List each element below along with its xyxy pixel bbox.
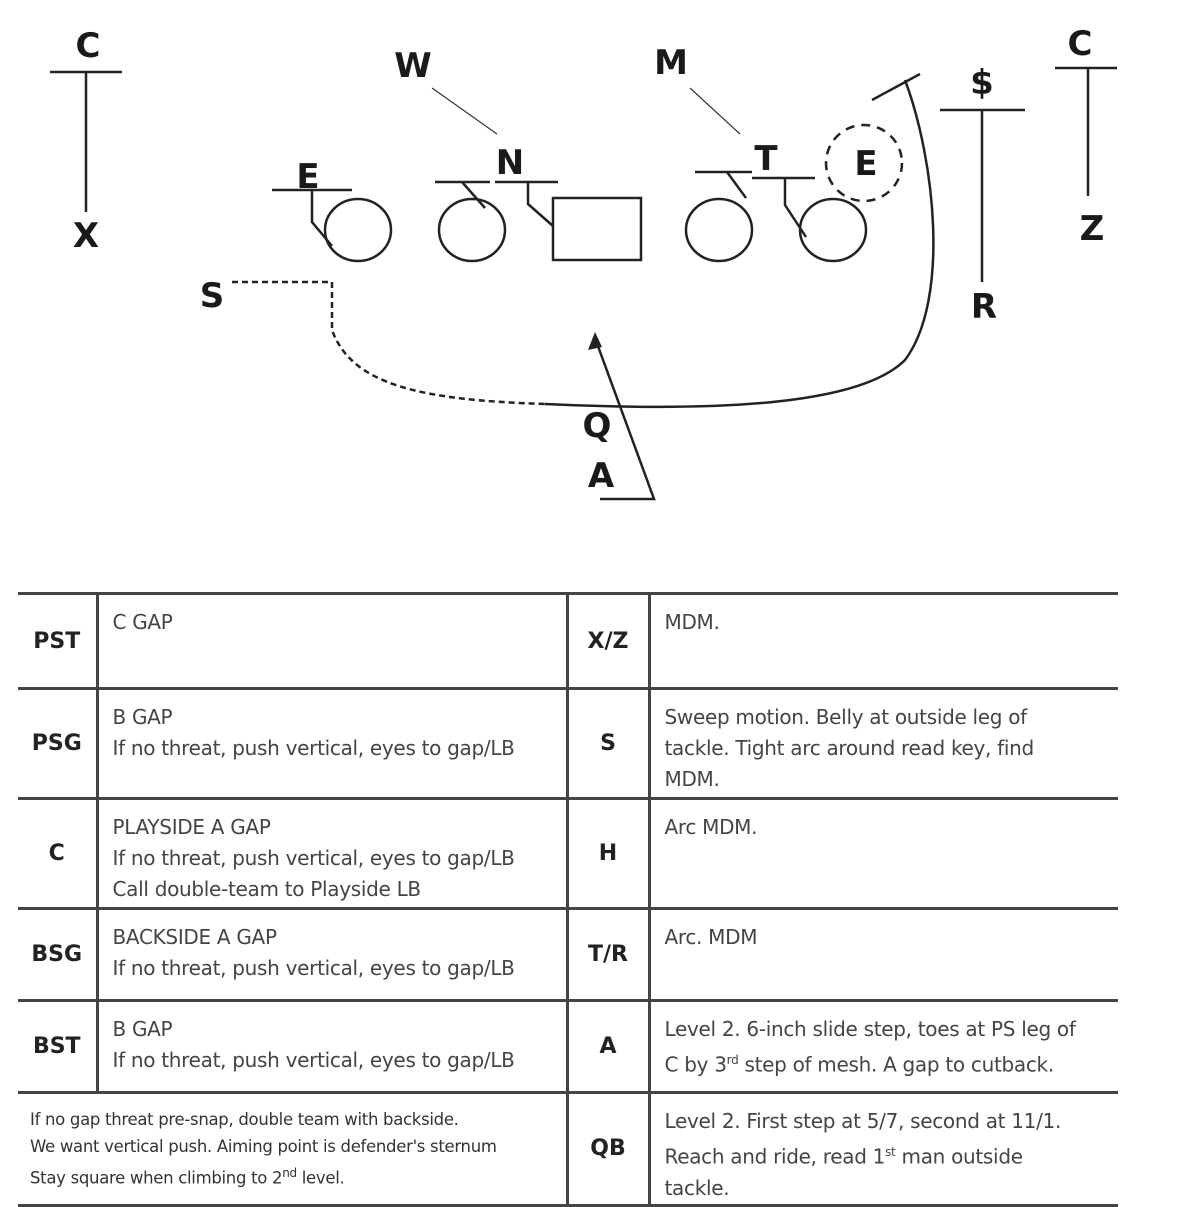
position-cell: C	[18, 797, 97, 910]
assignment-line: Arc. MDM	[664, 925, 758, 949]
note-line: If no gap threat pre-snap, double team w…	[30, 1110, 459, 1129]
assignments-table: PST C GAP X/Z MDM. PSG B GAP If no threa…	[18, 592, 1118, 1207]
position-cell: BSG	[18, 907, 97, 1002]
assignment-cell: Level 2. 6-inch slide step, toes at PS l…	[647, 999, 1118, 1094]
assignment-line: Call double-team to Playside LB	[112, 877, 422, 901]
assignment-line: If no threat, push vertical, eyes to gap…	[112, 736, 515, 760]
right-end-label: E	[854, 144, 877, 184]
position-cell: QB	[565, 1091, 649, 1207]
assignment-line: BACKSIDE A GAP	[112, 925, 278, 949]
assignment-cell: B GAP If no threat, push vertical, eyes …	[95, 999, 567, 1094]
position-cell: PSG	[18, 687, 97, 800]
table-row: PST C GAP X/Z MDM.	[18, 592, 1118, 690]
assignment-line: tackle. Tight arc around read key, find	[664, 736, 1035, 760]
a-path-arrowhead	[588, 332, 602, 350]
assignment-line: B GAP	[112, 705, 173, 729]
position-cell: T/R	[565, 907, 649, 1002]
m-read-line	[689, 87, 741, 135]
bst-lineman	[798, 197, 868, 263]
assignment-line: C GAP	[112, 610, 173, 634]
table-row: BST B GAP If no threat, push vertical, e…	[18, 999, 1118, 1094]
w-linebacker-label: W	[394, 46, 432, 86]
w-read-line	[431, 87, 498, 135]
psg-lineman	[437, 197, 507, 263]
assignment-cell: BACKSIDE A GAP If no threat, push vertic…	[95, 907, 567, 1002]
assignment-cell: Level 2. First step at 5/7, second at 11…	[647, 1091, 1118, 1207]
r-defender-label: $	[970, 63, 994, 103]
assignment-line: If no threat, push vertical, eyes to gap…	[112, 846, 515, 870]
position-cell: H	[565, 797, 649, 910]
assignment-line: Level 2. First step at 5/7, second at 11…	[664, 1109, 1062, 1133]
right-end-circle	[824, 123, 904, 203]
assignment-cell: PLAYSIDE A GAP If no threat, push vertic…	[95, 797, 567, 910]
z-receiver-label: Z	[1080, 209, 1105, 249]
footer-note-cell: If no gap threat pre-snap, double team w…	[18, 1091, 567, 1207]
position-cell: BST	[18, 999, 97, 1094]
assignment-cell: Arc MDM.	[647, 797, 1118, 910]
pst-block-path	[310, 190, 333, 247]
z-defender-label: C	[1068, 24, 1093, 64]
assignment-line: If no threat, push vertical, eyes to gap…	[112, 956, 515, 980]
note-line: Stay square when climbing to 2nd level.	[30, 1166, 345, 1188]
s-arc-block-bar	[871, 72, 921, 102]
position-cell: X/Z	[565, 592, 649, 690]
tackle-label: T	[754, 139, 778, 179]
x-receiver-label: X	[73, 216, 99, 256]
assignment-cell: B GAP If no threat, push vertical, eyes …	[95, 687, 567, 800]
position-cell: A	[565, 999, 649, 1094]
a-path	[593, 337, 656, 501]
table-row: PSG B GAP If no threat, push vertical, e…	[18, 687, 1118, 800]
assignment-line: MDM.	[664, 610, 720, 634]
center-lineman	[551, 196, 643, 262]
left-end-label: E	[296, 157, 319, 197]
x-defender-label: C	[76, 26, 101, 66]
assignment-line: C by 3rd step of mesh. A gap to cutback.	[664, 1052, 1055, 1077]
q-back-label: Q	[583, 406, 612, 446]
play-diagram: C X C Z $ R W M E N T E S	[50, 24, 1117, 501]
assignment-line: tackle.	[664, 1175, 730, 1200]
assignment-line: If no threat, push vertical, eyes to gap…	[112, 1048, 515, 1072]
bsg-lineman	[684, 197, 754, 263]
s-back-label: S	[200, 276, 225, 316]
nose-label: N	[496, 143, 524, 183]
assignment-line: Level 2. 6-inch slide step, toes at PS l…	[664, 1017, 1076, 1041]
center-block-path	[526, 182, 554, 227]
pst-lineman	[323, 197, 393, 263]
position-cell: S	[565, 687, 649, 800]
offensive-line	[272, 170, 868, 263]
table-row: BSG BACKSIDE A GAP If no threat, push ve…	[18, 907, 1118, 1002]
assignment-cell: Sweep motion. Belly at outside leg of ta…	[647, 687, 1118, 800]
bst-block-path	[783, 178, 808, 238]
assignment-cell: MDM.	[647, 592, 1118, 690]
note-line: We want vertical push. Aiming point is d…	[30, 1137, 497, 1156]
s-motion-path	[232, 280, 546, 406]
assignment-cell: C GAP	[95, 592, 567, 690]
assignment-line: Reach and ride, read 1st man outside	[664, 1144, 1024, 1169]
psg-block-path	[461, 181, 486, 209]
table-row: C PLAYSIDE A GAP If no threat, push vert…	[18, 797, 1118, 910]
table-row: If no gap threat pre-snap, double team w…	[18, 1091, 1118, 1207]
a-back-label: A	[588, 456, 615, 496]
assignment-line: Arc MDM.	[664, 815, 758, 839]
m-linebacker-label: M	[654, 43, 688, 83]
assignment-line: B GAP	[112, 1017, 173, 1041]
assignment-line: MDM.	[664, 767, 720, 791]
position-cell: PST	[18, 592, 97, 690]
assignment-cell: Arc. MDM	[647, 907, 1118, 1002]
bsg-block-path	[725, 171, 748, 199]
assignment-line: PLAYSIDE A GAP	[112, 815, 271, 839]
assignment-line: Sweep motion. Belly at outside leg of	[664, 705, 1028, 729]
s-arc-path	[544, 79, 935, 409]
r-receiver-label: R	[971, 287, 997, 327]
